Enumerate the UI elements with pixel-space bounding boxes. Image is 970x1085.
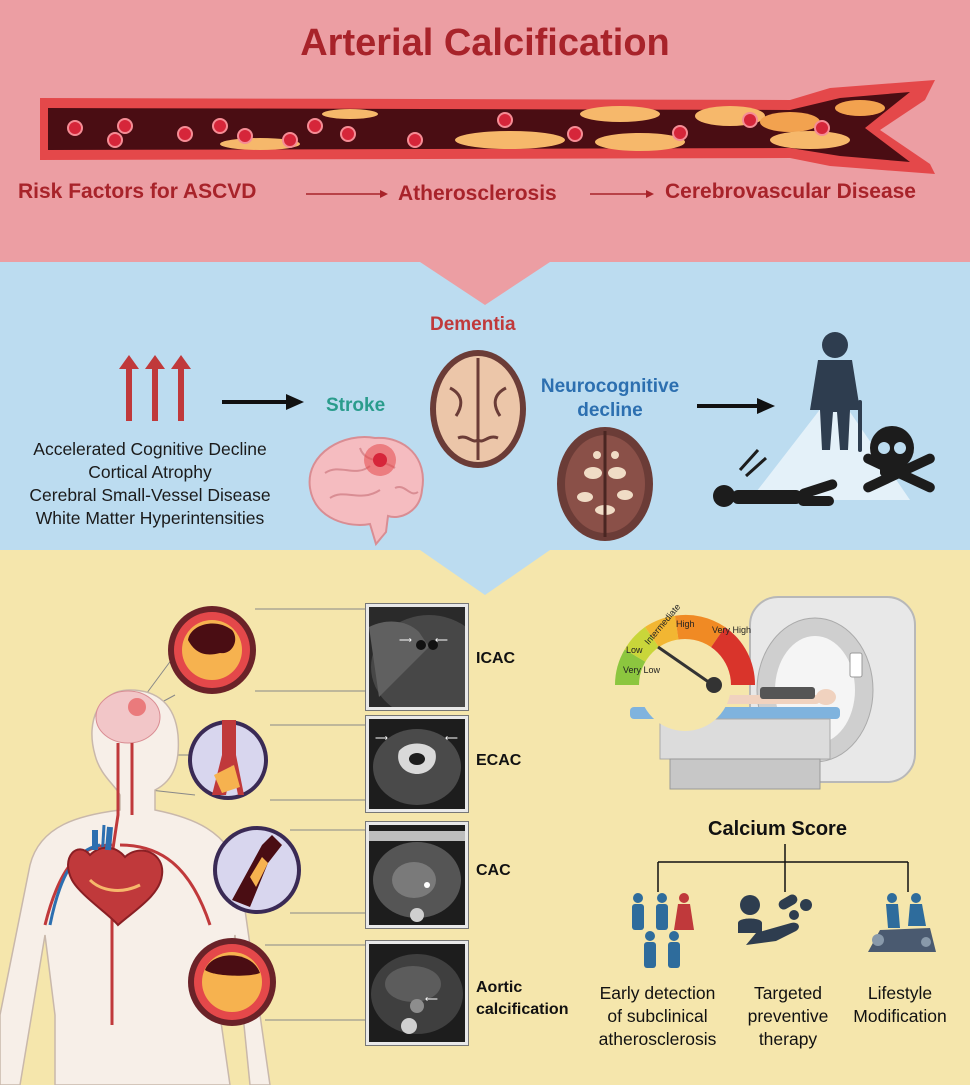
icac-zoom (168, 606, 256, 694)
flow-cerebrovascular-disease: Cerebrovascular Disease (665, 180, 916, 203)
therapy-pills-icon (738, 894, 812, 945)
cac-zoom (213, 826, 301, 914)
ecac-ct-scan: ⟶⟵ (366, 716, 468, 812)
gauge-level-very-low: Very Low (623, 665, 661, 675)
lifestyle-modification-text: Lifestyle Modification (840, 982, 960, 1028)
blood-cell (407, 132, 423, 148)
blood-cell (117, 118, 133, 134)
blood-cell (177, 126, 193, 142)
brain-white-matter-scan (557, 427, 653, 541)
svg-text:⟵: ⟵ (425, 994, 438, 1004)
early-detection-line: Early detection (599, 983, 716, 1003)
svg-text:⟶: ⟶ (375, 733, 388, 743)
arrow-right-icon (380, 190, 388, 198)
aortic-calcification-label: Aortic calcification (476, 977, 568, 1021)
cac-label: CAC (476, 862, 511, 879)
calcium-score-tree (657, 844, 909, 892)
blood-cell (742, 112, 758, 128)
early-detection-text: Early detection of subclinical atheroscl… (585, 982, 730, 1051)
targeted-therapy-text: Targeted preventive therapy (738, 982, 838, 1051)
icac-ct-scan: ⟶⟵ (366, 604, 468, 710)
lifestyle-line: Lifestyle (867, 983, 933, 1003)
ecac-zoom (188, 720, 268, 800)
heart-vessels (92, 826, 113, 851)
early-detection-line: atherosclerosis (598, 1029, 717, 1049)
aortic-zoom (188, 938, 276, 1026)
svg-text:⟶: ⟶ (399, 635, 412, 645)
plaque (322, 109, 378, 119)
plaque (455, 131, 565, 149)
cognitive-effects-list: Accelerated Cognitive Decline Cortical A… (0, 438, 300, 530)
neurocognitive-decline-label: Neurocognitive decline (530, 375, 690, 423)
aortic-line-1: Aortic (476, 979, 523, 996)
svg-text:⟵: ⟵ (445, 733, 458, 743)
blood-cell (282, 132, 298, 148)
brain-atrophy-scan (430, 350, 526, 468)
heart-icon (67, 846, 164, 927)
blood-cell (307, 118, 323, 134)
gauge-level-low: Low (626, 645, 643, 655)
connector-arrow-middle (420, 550, 550, 595)
effect-item: Cerebral Small-Vessel Disease (29, 485, 271, 505)
plaque (760, 112, 820, 132)
arrow-right-icon (697, 398, 775, 414)
lifestyle-icon (868, 893, 936, 952)
svg-text:⟵: ⟵ (435, 635, 448, 645)
targeted-therapy-line: Targeted (753, 983, 823, 1003)
aortic-line-2: calcification (476, 1001, 569, 1018)
arrow-right-icon (646, 190, 654, 198)
elderly-person-icon (810, 332, 862, 452)
anatomy-illustration (0, 606, 368, 1085)
plaque (835, 100, 885, 116)
skull-icon (863, 426, 935, 493)
population-icon (632, 893, 694, 968)
blood-cell (340, 126, 356, 142)
blood-cell (672, 125, 688, 141)
blood-cell (497, 112, 513, 128)
artery-illustration (40, 80, 935, 174)
lifestyle-line: Modification (853, 1006, 947, 1026)
connector-arrow-top (420, 262, 550, 305)
calcium-score-title: Calcium Score (708, 818, 847, 840)
gauge-level-very-high: Very High (712, 625, 751, 635)
blood-cell (567, 126, 583, 142)
flow-atherosclerosis: Atherosclerosis (398, 182, 557, 205)
stroke-label: Stroke (326, 395, 386, 416)
ecac-label: ECAC (476, 752, 522, 769)
ct-scanner-illustration: Very Low Low Intermediate High Very High (615, 596, 916, 790)
flow-risk-factors: Risk Factors for ASCVD (18, 180, 257, 203)
arrow-right-icon (222, 394, 304, 410)
plaque (770, 131, 850, 149)
page-title: Arterial Calcification (300, 22, 670, 64)
effect-item: White Matter Hyperintensities (35, 508, 265, 528)
blood-cell (107, 132, 123, 148)
blood-cell (212, 118, 228, 134)
flow-arrows (306, 190, 654, 198)
brain-stroke-illustration (308, 436, 424, 547)
targeted-therapy-line: preventive (747, 1006, 829, 1026)
cac-ct-scan (366, 822, 468, 928)
dementia-label: Dementia (430, 314, 516, 335)
blood-cell (67, 120, 83, 136)
plaque (595, 133, 685, 151)
fallen-person-icon (713, 479, 838, 507)
disability-death-illustration (713, 332, 935, 507)
plaque (580, 106, 660, 122)
targeted-therapy-line: therapy (758, 1029, 818, 1049)
blood-cell (814, 120, 830, 136)
effect-item: Cortical Atrophy (88, 462, 212, 482)
aortic-ct-scan: ⟵ (366, 941, 468, 1045)
icac-label: ICAC (476, 650, 516, 667)
increase-arrows-icon (119, 355, 191, 421)
neuro-line-1: Neurocognitive (540, 376, 680, 397)
neuro-line-2: decline (577, 400, 643, 421)
blood-cell (237, 128, 253, 144)
effect-item: Accelerated Cognitive Decline (33, 439, 267, 459)
early-detection-line: of subclinical (607, 1006, 708, 1026)
gauge-level-high: High (676, 619, 695, 629)
